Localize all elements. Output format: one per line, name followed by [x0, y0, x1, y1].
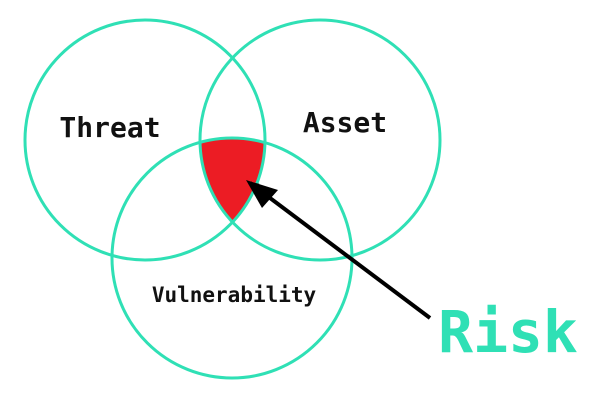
threat-circle	[23, 18, 267, 262]
asset-label: Asset	[303, 106, 387, 139]
asset-circle	[198, 18, 442, 262]
vulnerability-label: Vulnerability	[152, 283, 317, 307]
threat-label: Threat	[59, 111, 160, 144]
arrow-head	[246, 180, 278, 208]
arrow	[248, 181, 432, 320]
risk-label: Risk	[438, 298, 578, 366]
